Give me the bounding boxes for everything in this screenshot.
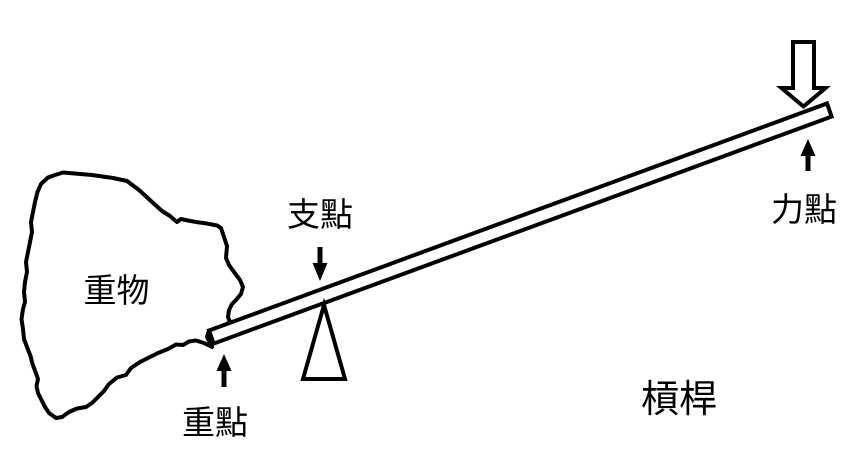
fulcrum-pointer-arrow-icon <box>312 247 328 281</box>
weight-object-label: 重物 <box>84 273 150 310</box>
effort-point-label: 力點 <box>771 192 837 229</box>
lever-bar <box>206 100 835 347</box>
lever-label: 槓桿 <box>641 379 717 421</box>
effort-pointer-arrow-icon <box>800 139 816 171</box>
applied-force-arrow-icon <box>776 40 831 110</box>
load-pointer-arrow-icon <box>216 354 232 387</box>
load-point-label: 重點 <box>182 405 248 442</box>
fulcrum-triangle <box>300 297 348 381</box>
fulcrum-label: 支點 <box>287 197 353 234</box>
weight-object-blob <box>19 170 245 420</box>
